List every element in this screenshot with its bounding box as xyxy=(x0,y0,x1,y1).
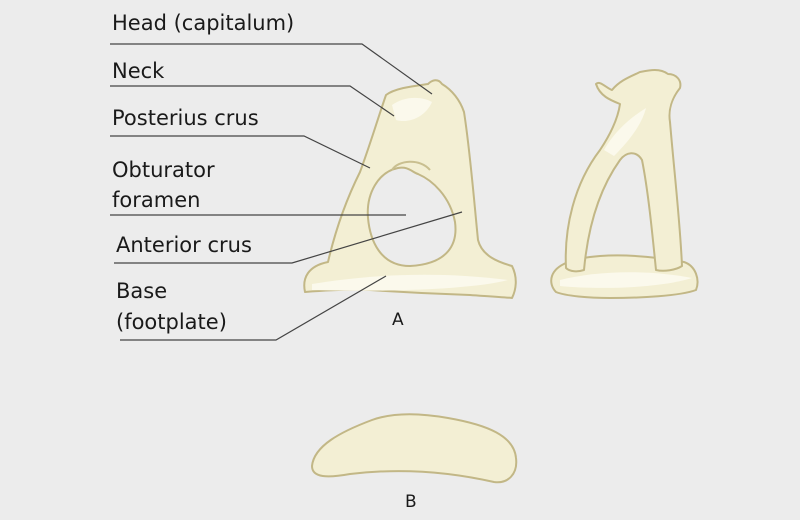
label-base-line2: (footplate) xyxy=(116,310,227,334)
leader-posterior-crus xyxy=(110,135,371,169)
leader-base xyxy=(120,275,387,341)
footplate-shape xyxy=(311,413,518,484)
stapes-oblique-view xyxy=(550,69,699,299)
label-neck: Neck xyxy=(112,59,165,83)
stapes-oblique-base-highlight xyxy=(560,272,692,288)
label-head: Head (capitalum) xyxy=(112,11,295,35)
stapes-oblique-highlight xyxy=(604,108,646,156)
label-base-line1: Base xyxy=(116,279,168,303)
footplate-view xyxy=(311,413,518,484)
leader-lines xyxy=(110,43,463,341)
label-obturator-line1: Obturator xyxy=(112,158,215,182)
figure-label-a: A xyxy=(392,310,404,330)
leader-anterior-crus xyxy=(114,211,463,264)
leader-neck xyxy=(110,85,395,117)
label-anterior-crus: Anterior crus xyxy=(116,233,252,257)
stapes-oblique-arch xyxy=(564,69,683,273)
label-posterior-crus: Posterius crus xyxy=(112,106,259,130)
stapes-front-view xyxy=(303,79,517,299)
leader-head xyxy=(110,43,433,95)
stapes-base-highlight xyxy=(312,274,508,291)
label-obturator-line2: foramen xyxy=(112,188,201,212)
stapes-foramen-shadow xyxy=(391,160,431,171)
stapes-front-highlight xyxy=(392,97,432,122)
figure-label-b: B xyxy=(405,492,417,512)
